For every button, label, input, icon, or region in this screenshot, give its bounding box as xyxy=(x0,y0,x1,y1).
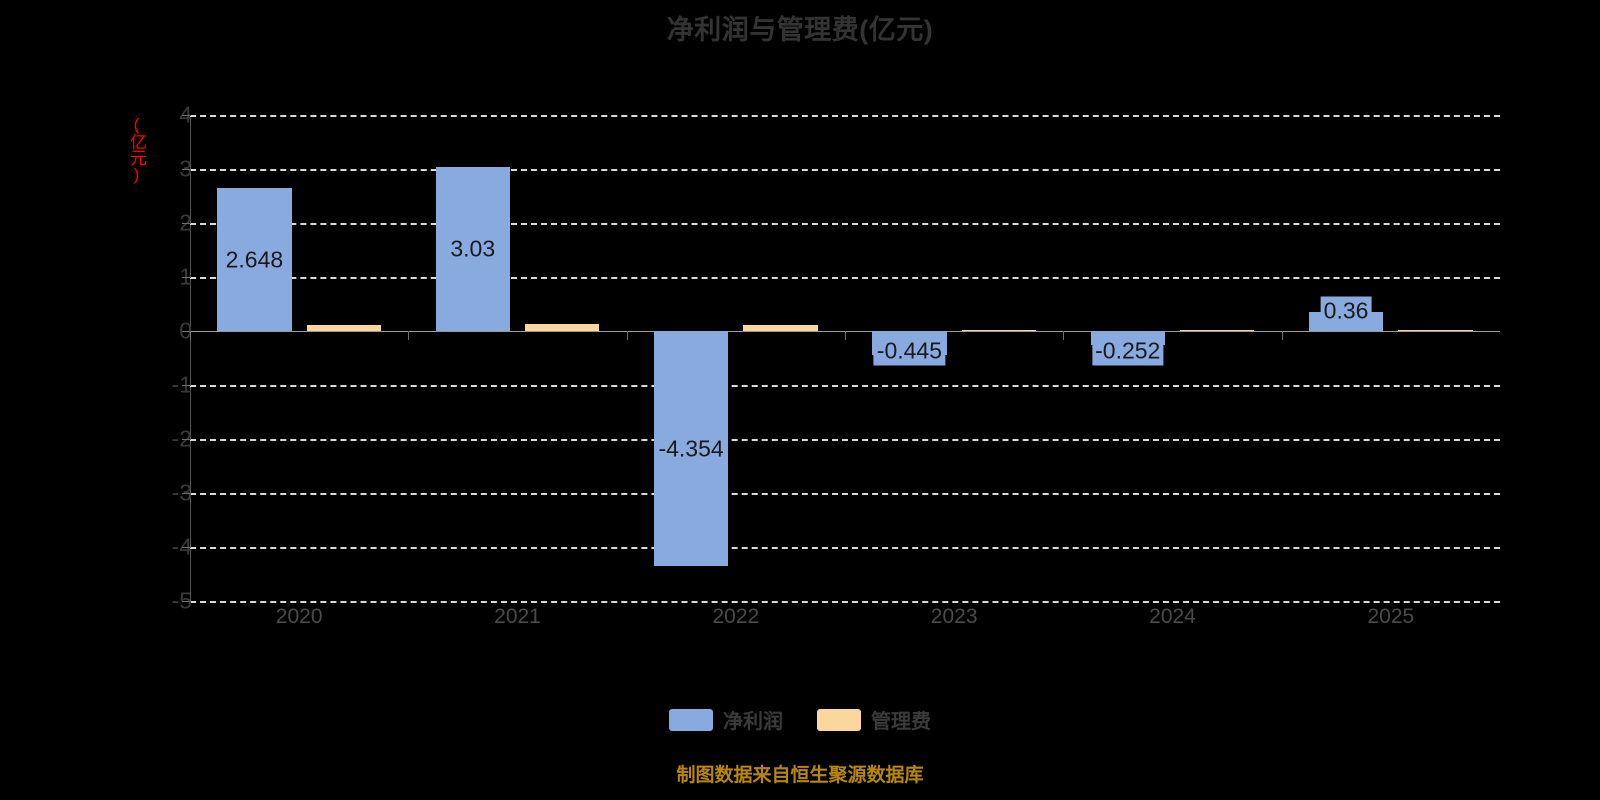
gridline xyxy=(190,439,1500,441)
chart-legend: 净利润 管理费 xyxy=(0,705,1600,734)
bar-admin-expense-2020[interactable] xyxy=(306,324,382,331)
page-title: 净利润与管理费(亿元) xyxy=(666,15,934,45)
bar-admin-expense-2024[interactable] xyxy=(1180,330,1255,332)
x-axis-tick-label: 2021 xyxy=(494,605,541,628)
x-axis-tick-mark xyxy=(1063,331,1065,340)
gridline xyxy=(190,169,1500,171)
x-axis-tick-mark xyxy=(408,331,410,340)
y-axis-tick-mark xyxy=(182,115,191,116)
gridline xyxy=(190,493,1500,495)
y-axis-tick-mark xyxy=(182,169,191,170)
gridline xyxy=(190,547,1500,549)
y-axis-tick-mark xyxy=(182,547,191,548)
x-axis-tick-mark xyxy=(190,331,191,340)
y-axis-tick-label: -5 xyxy=(171,587,192,614)
bar-value-label: 0.36 xyxy=(1320,296,1372,326)
gridline xyxy=(190,223,1500,225)
y-axis-tick-mark xyxy=(182,439,191,440)
y-axis-tick-label: 0 xyxy=(179,317,192,344)
legend-swatch-net-profit xyxy=(669,708,713,731)
x-axis-tick-mark xyxy=(626,331,628,340)
bar-value-label: -0.252 xyxy=(1092,336,1164,366)
footer-source-note: 制图数据来自恒生聚源数据库 xyxy=(676,765,924,786)
bar-value-label: 3.03 xyxy=(447,234,499,264)
y-axis-tick-mark xyxy=(182,331,191,332)
bar-admin-expense-2023[interactable] xyxy=(961,329,1037,331)
gridline xyxy=(190,115,1500,117)
bar-value-label: 2.648 xyxy=(222,245,287,274)
y-axis-line xyxy=(190,115,191,601)
x-axis-tick-mark xyxy=(845,331,846,340)
y-axis-tick-label: 2 xyxy=(179,209,192,236)
y-axis-tick-label: 4 xyxy=(179,101,192,128)
legend-item-admin-expense[interactable]: 管理费 xyxy=(817,705,931,734)
y-axis-tick-mark xyxy=(182,601,191,602)
x-axis-tick-mark xyxy=(1281,331,1283,340)
gridline xyxy=(190,385,1500,387)
y-axis-tick-label: 3 xyxy=(179,155,192,182)
y-axis-tick-mark xyxy=(182,277,191,278)
x-axis-tick-label: 2020 xyxy=(275,605,323,628)
legend-item-net-profit[interactable]: 净利润 xyxy=(669,705,783,734)
legend-label-net-profit: 净利润 xyxy=(723,711,783,733)
y-axis-tick-label: -3 xyxy=(171,479,192,506)
y-axis-unit-label: (亿元) xyxy=(127,115,146,183)
bar-value-label: -0.445 xyxy=(873,336,946,366)
legend-swatch-admin-expense xyxy=(817,708,861,731)
y-axis-tick-label: -1 xyxy=(171,371,192,398)
x-axis-tick-label: 2023 xyxy=(930,605,978,628)
x-axis-tick-label: 2022 xyxy=(712,605,760,628)
bar-admin-expense-2021[interactable] xyxy=(525,323,600,331)
gridline xyxy=(190,601,1500,603)
plot-area: 2.648 3.03 -4.354 -0.445 -0.252 0.36 xyxy=(190,115,1500,603)
bar-value-label: -4.354 xyxy=(655,434,727,464)
legend-label-admin-expense: 管理费 xyxy=(871,711,931,733)
bar-admin-expense-2025[interactable] xyxy=(1398,330,1473,332)
y-axis-tick-label: -2 xyxy=(171,425,192,452)
y-axis-tick-mark xyxy=(182,493,191,494)
y-axis-tick-mark xyxy=(182,385,191,386)
y-axis-tick-label: 1 xyxy=(179,263,192,290)
y-axis-tick-label: -4 xyxy=(171,533,192,560)
y-axis-tick-mark xyxy=(182,223,191,224)
x-axis-tick-label: 2025 xyxy=(1367,605,1415,628)
bar-admin-expense-2022[interactable] xyxy=(743,324,818,331)
x-axis-tick-label: 2024 xyxy=(1149,605,1196,628)
gridline xyxy=(190,277,1500,279)
